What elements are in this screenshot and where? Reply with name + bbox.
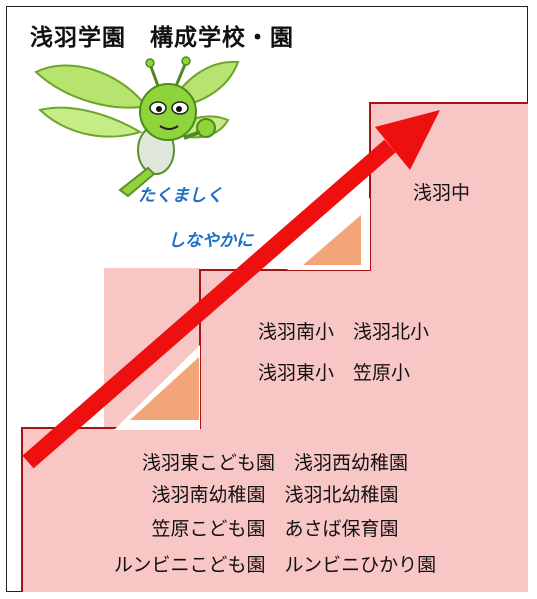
green-dragonfly-mascot-icon xyxy=(34,56,240,198)
slogan-line-2: しなやかに xyxy=(168,231,253,251)
slogan-line-1: たくましく xyxy=(138,186,223,206)
page-title: 浅羽学園 構成学校・園 xyxy=(30,25,294,51)
tier-top-school: 浅羽中 xyxy=(413,182,471,204)
tier-middle-row: 浅羽東小 笠原小 xyxy=(258,362,411,384)
tier-bottom-row: ルンビニこども園 ルンビニひかり園 xyxy=(113,554,437,576)
tier-bottom-row: 笠原こども園 あさば保育園 xyxy=(151,518,399,540)
stair-outline xyxy=(21,102,528,592)
stair-shape xyxy=(22,103,528,592)
upward-arrow-icon xyxy=(22,110,440,469)
tier-bottom-row: 浅羽東こども園 浅羽西幼稚園 xyxy=(141,452,408,474)
stair-step-triangle-upper xyxy=(303,215,361,265)
tier-bottom-row: 浅羽南幼稚園 浅羽北幼稚園 xyxy=(151,484,399,506)
stair-step-triangle-lower xyxy=(130,357,199,420)
tier-middle-row: 浅羽南小 浅羽北小 xyxy=(258,321,430,343)
